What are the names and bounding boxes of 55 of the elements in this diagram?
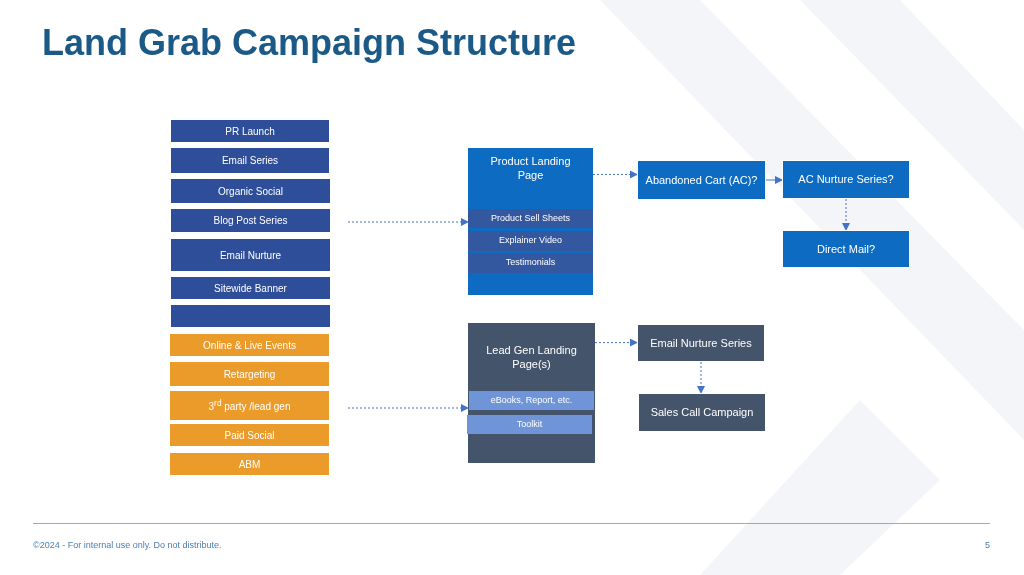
- arrow: [697, 361, 705, 394]
- node-label: Email Nurture: [219, 248, 282, 262]
- process-box: [782, 230, 910, 268]
- node-label: Lead Gen Landing Page(s): [485, 343, 578, 372]
- process-box: [170, 276, 331, 300]
- process-box: [637, 160, 766, 200]
- node-label: Blog Post Series: [213, 214, 288, 227]
- node-label: 3$^{rd}$ party /lead gen: [208, 397, 291, 414]
- process-box: [170, 208, 331, 233]
- process-box: [468, 231, 593, 251]
- process-box: [170, 178, 331, 204]
- page-number: 5: [985, 540, 990, 550]
- node-label: Direct Mail?: [816, 241, 876, 257]
- process-box: [170, 147, 330, 174]
- node-label: Email Series: [221, 154, 279, 167]
- node-label: Paid Social: [224, 428, 275, 442]
- process-box: [170, 238, 331, 272]
- process-box: [637, 324, 765, 362]
- process-box: [169, 333, 330, 357]
- node-label: Testimonials: [505, 257, 556, 269]
- node-label: Retargeting: [223, 367, 276, 381]
- node-label: Product Sell Sheets: [490, 212, 570, 225]
- node-label: Sales Call Campaign: [650, 405, 754, 420]
- landing-page-box: [468, 323, 595, 463]
- landing-page-box: [468, 148, 593, 295]
- process-box: [469, 391, 594, 410]
- process-box: [170, 119, 330, 143]
- process-box: [468, 209, 593, 228]
- slide-title: Land Grab Campaign Structure: [42, 22, 577, 64]
- arrow: [347, 404, 469, 412]
- node-label: Online & Live Events: [203, 338, 296, 352]
- process-box: [782, 160, 910, 199]
- footer-note: ©2024 - For internal use only. Do not distribute.: [33, 540, 222, 550]
- node-label: AC Nurture Series?: [798, 172, 894, 187]
- arrow: [842, 198, 850, 231]
- process-box: [169, 390, 330, 421]
- node-label: Toolkit: [516, 418, 543, 431]
- arrow: [347, 218, 469, 226]
- node-label: Email Nurture Series: [650, 335, 752, 351]
- arrow: [765, 176, 783, 184]
- process-box: [169, 452, 330, 476]
- node-label: Product Landing Page: [489, 154, 572, 183]
- process-box: [170, 304, 331, 328]
- process-box: [468, 253, 593, 273]
- node-label: ABM: [238, 457, 261, 471]
- process-box: [169, 423, 330, 447]
- node-label: Abandoned Cart (AC)?: [645, 172, 758, 188]
- node-label: Organic Social: [218, 184, 283, 198]
- node-label: eBooks, Report, etc.: [490, 394, 573, 407]
- node-label: Explainer Video: [499, 235, 562, 247]
- node-label: PR Launch: [225, 124, 275, 138]
- process-box: [467, 415, 592, 434]
- process-box: [169, 361, 330, 387]
- node-label: Sitewide Banner: [214, 281, 287, 295]
- process-box: [638, 393, 766, 432]
